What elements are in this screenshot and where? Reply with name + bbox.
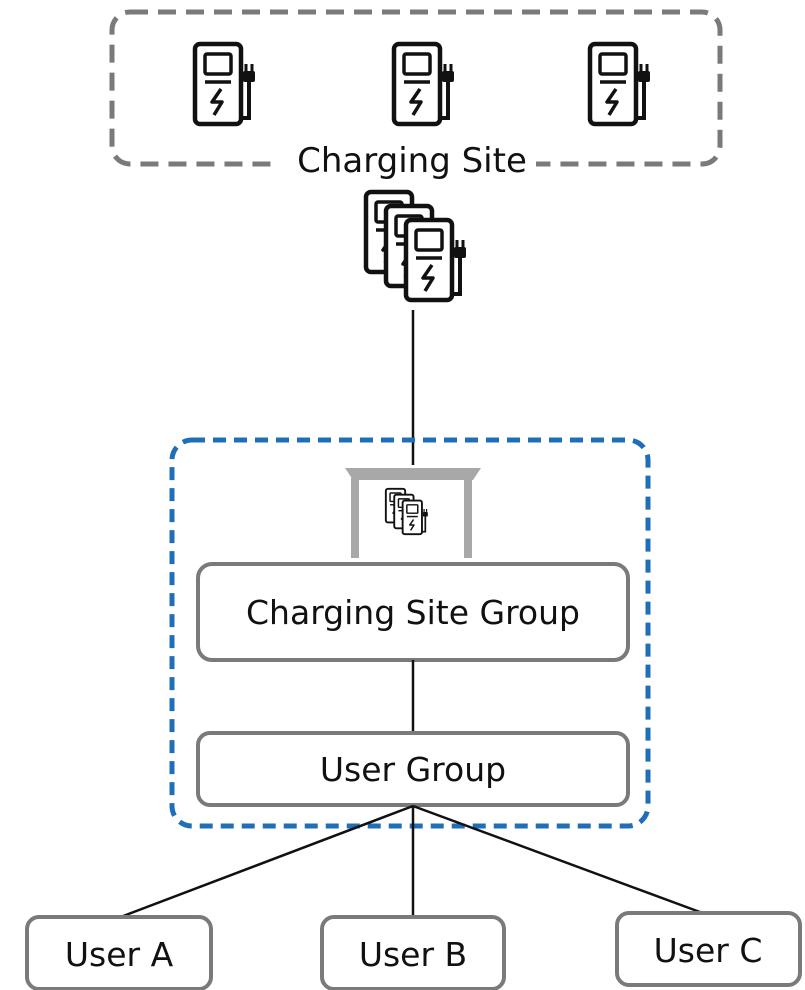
user-connectors bbox=[117, 804, 709, 920]
charger-icon bbox=[590, 44, 650, 124]
group-container: Charging Site Group User Group bbox=[169, 437, 651, 829]
user-group-box: User Group bbox=[196, 731, 630, 807]
user-label: User C bbox=[654, 931, 763, 970]
user-label: User B bbox=[359, 935, 467, 974]
charger-icon bbox=[394, 44, 454, 124]
charging-site-container: Charging Site bbox=[109, 9, 723, 181]
charger-icon bbox=[195, 44, 255, 124]
charging-site-label: Charging Site bbox=[297, 141, 527, 181]
user-group-label: User Group bbox=[320, 750, 506, 789]
user-box-b: User B bbox=[320, 915, 506, 990]
user-label: User A bbox=[65, 935, 174, 974]
user-box-a: User A bbox=[25, 915, 213, 990]
charger-stack-icon bbox=[366, 192, 466, 300]
charging-site-group-box: Charging Site Group bbox=[196, 562, 630, 662]
charging-site-group-label: Charging Site Group bbox=[246, 593, 580, 632]
charging-shelter-icon bbox=[345, 468, 481, 558]
user-box-c: User C bbox=[615, 911, 802, 987]
